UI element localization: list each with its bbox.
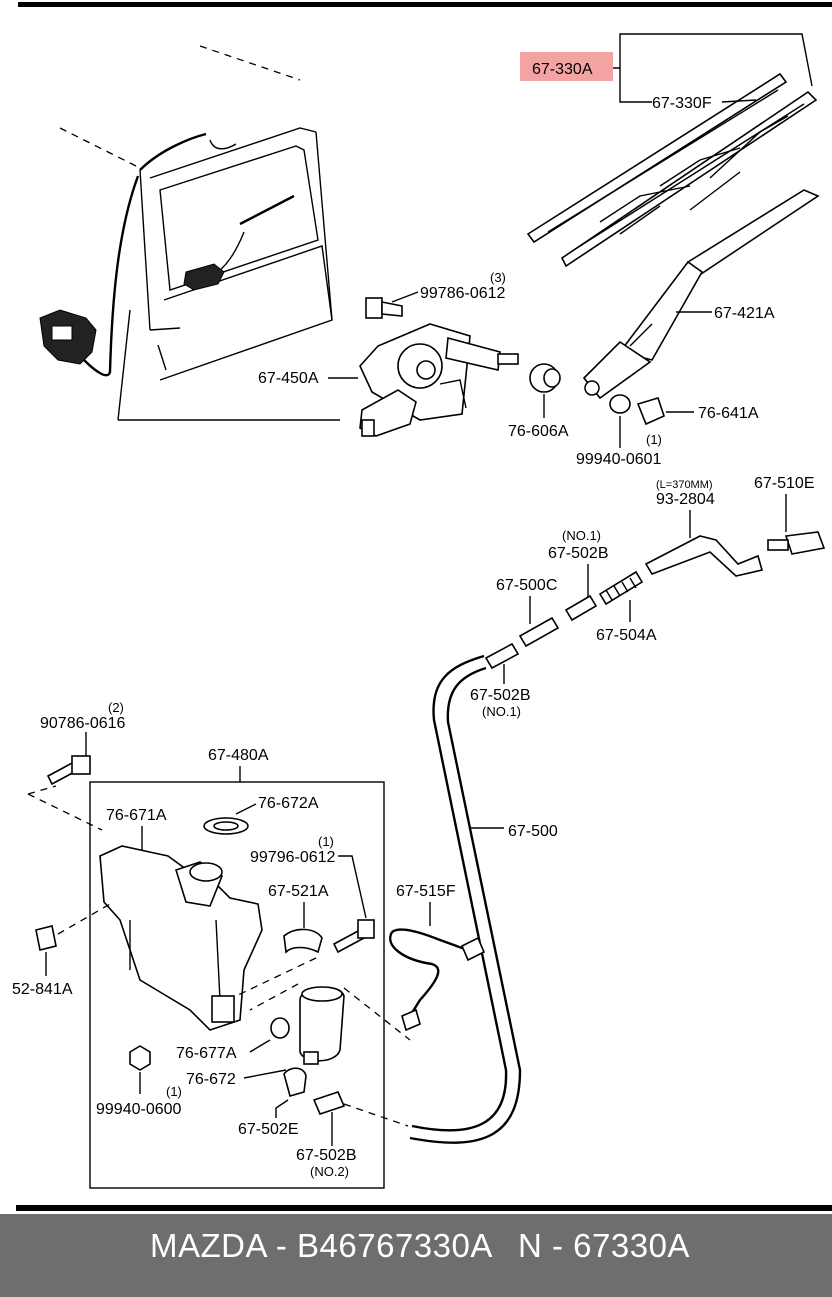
footer-part-number: N - 67330A [518, 1227, 690, 1264]
label-90786-0616[interactable]: 90786-0616 [40, 715, 126, 732]
footer-bar [0, 1214, 832, 1297]
label-67-421A[interactable]: 67-421A [714, 305, 775, 322]
grommet-76-677A [270, 1017, 290, 1039]
qty-99940-0600: (1) [166, 1084, 182, 1099]
label-76-671A[interactable]: 76-671A [106, 807, 167, 824]
label-67-502B-mid[interactable]: 67-502B [470, 687, 531, 704]
label-99786-0612[interactable]: 99786-0612 [420, 285, 506, 302]
label-99940-0600[interactable]: 99940-0600 [96, 1101, 182, 1118]
hose-67-500 [409, 654, 522, 1144]
label-99796-0612[interactable]: 99796-0612 [250, 849, 336, 866]
bolt-99786 [365, 297, 403, 319]
grommet-76-606A [529, 363, 561, 393]
label-67-521A[interactable]: 67-521A [268, 883, 329, 900]
label-67-330A[interactable]: 67-330A [532, 61, 593, 78]
label-76-672A[interactable]: 76-672A [258, 795, 319, 812]
nut-99940-0601 [609, 394, 631, 414]
clip-52-841A [35, 925, 57, 951]
qty-99940-0601: (1) [646, 432, 662, 447]
label-99940-0601[interactable]: 99940-0601 [576, 451, 662, 468]
qty-99786: (3) [490, 270, 506, 285]
label-67-500C[interactable]: 67-500C [496, 577, 557, 594]
connector-67-502B-bot [312, 1091, 346, 1115]
label-67-330F[interactable]: 67-330F [652, 95, 712, 112]
harness-67-515F [389, 928, 486, 1032]
diagram-canvas: 67-330A 67-330F 67-421A (3) 99786-0612 6… [12, 2, 832, 1211]
label-67-502B-top[interactable]: 67-502B [548, 545, 609, 562]
note-67-502B-mid: (NO.1) [482, 704, 521, 719]
spring-67-504A [598, 570, 644, 606]
label-67-510E[interactable]: 67-510E [754, 475, 815, 492]
cap-76-641A [636, 397, 665, 426]
connector-67-502B-top [564, 594, 598, 622]
note-67-502B-top: (NO.1) [562, 528, 601, 543]
label-67-515F[interactable]: 67-515F [396, 883, 456, 900]
vehicle-rear-illustration [39, 45, 340, 421]
note-67-502B-bot: (NO.2) [310, 1164, 349, 1179]
qty-99796: (1) [318, 834, 334, 849]
nut-99940-0600 [129, 1045, 151, 1071]
reservoir-tank [99, 845, 263, 1031]
highlight-box [520, 52, 613, 81]
length-93-2804: (L=370MM) [656, 479, 713, 491]
label-76-677A[interactable]: 76-677A [176, 1045, 237, 1062]
bracket-67-521A [283, 928, 323, 954]
cap-76-672A [203, 817, 249, 835]
wiper-motor [359, 323, 519, 437]
label-67-502E[interactable]: 67-502E [238, 1121, 299, 1138]
qty-90786: (2) [108, 700, 124, 715]
pump-67-515 [299, 986, 345, 1065]
reservoir-assembly-box [89, 781, 385, 1189]
label-76-672[interactable]: 76-672 [186, 1071, 236, 1088]
bottom-border [16, 1205, 832, 1211]
label-67-450A[interactable]: 67-450A [258, 370, 319, 387]
label-76-641A[interactable]: 76-641A [698, 405, 759, 422]
hose-76-672 [283, 1067, 307, 1097]
hose-93-2804 [644, 535, 764, 577]
label-67-480A[interactable]: 67-480A [208, 747, 269, 764]
tube-67-500C [518, 616, 560, 648]
connector-67-502B-mid [484, 642, 520, 670]
label-67-500[interactable]: 67-500 [508, 823, 558, 840]
label-93-2804[interactable]: 93-2804 [656, 491, 715, 508]
top-border [18, 2, 832, 7]
wiper-blade [526, 72, 818, 268]
label-67-504A[interactable]: 67-504A [596, 627, 657, 644]
bolt-99796 [332, 919, 375, 954]
bolt-90786 [46, 755, 91, 786]
label-76-606A[interactable]: 76-606A [508, 423, 569, 440]
label-52-841A[interactable]: 52-841A [12, 981, 73, 998]
wiper-arm [582, 189, 820, 400]
label-67-502B-bot[interactable]: 67-502B [296, 1147, 357, 1164]
nozzle-67-510E [767, 531, 826, 555]
footer-brand: MAZDA - B46767330A [150, 1227, 493, 1264]
